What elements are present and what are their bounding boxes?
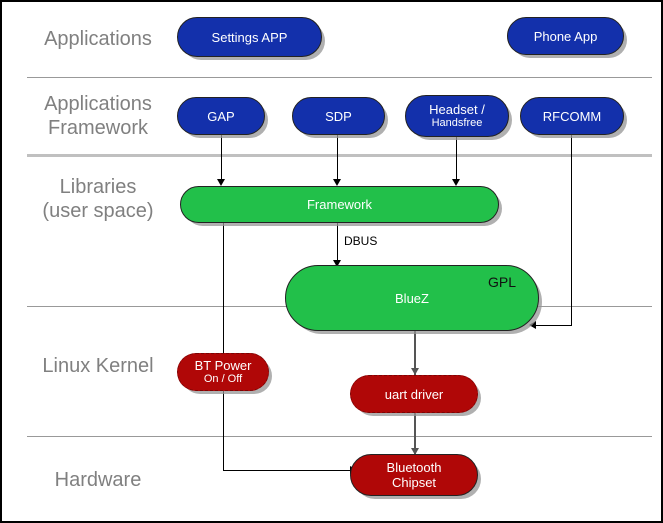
node-bluetooth-chipset-label-2: Chipset <box>391 475 437 490</box>
edge-rfcomm-vertical <box>571 135 572 325</box>
node-rfcomm[interactable]: RFCOMM <box>520 97 624 135</box>
edge-sdp-to-framework-line <box>337 135 338 184</box>
edge-headset-to-framework-arrow <box>452 179 460 186</box>
divider-linux-kernel <box>27 436 652 437</box>
band-label-linux-kernel: Linux Kernel <box>42 355 154 377</box>
node-rfcomm-label: RFCOMM <box>542 108 602 124</box>
node-headset-handsfree-label-2: Handsfree <box>431 117 483 129</box>
edge-uart-to-chipset-line <box>414 412 416 455</box>
node-uart-driver[interactable]: uart driver <box>350 375 478 413</box>
node-uart-driver-label: uart driver <box>384 386 444 402</box>
node-sdp-label: SDP <box>325 108 352 124</box>
node-headset-handsfree-label-1: Headset / <box>429 102 485 117</box>
edge-framework-to-chipset-horizontal <box>223 470 351 471</box>
node-sdp[interactable]: SDP <box>292 97 385 135</box>
edge-framework-to-bluez-arrow <box>333 260 341 267</box>
band-label-hardware: Hardware <box>54 469 142 491</box>
band-label-applications: Applications <box>44 28 152 50</box>
node-bt-power-label-1: BT Power <box>194 358 252 373</box>
edge-bluez-to-uart-line <box>414 331 416 375</box>
node-bluetooth-chipset-label-1: Bluetooth <box>386 460 442 475</box>
node-framework[interactable]: Framework <box>180 186 499 223</box>
divider-applications <box>27 77 652 78</box>
edge-rfcomm-horizontal <box>535 325 572 326</box>
edge-bluez-to-uart-arrow <box>411 368 419 375</box>
node-phone-app[interactable]: Phone App <box>507 17 624 55</box>
divider-applications-framework <box>27 154 652 157</box>
edge-uart-to-chipset-arrow <box>411 448 419 455</box>
edge-framework-to-chipset-vertical <box>223 223 224 471</box>
node-framework-label: Framework <box>306 197 372 212</box>
node-bluetooth-chipset[interactable]: Bluetooth Chipset <box>350 454 478 496</box>
edge-gap-to-framework-line <box>221 135 222 184</box>
node-bt-power[interactable]: BT Power On / Off <box>177 353 269 391</box>
band-label-applications-framework: Applications Framework <box>44 93 152 139</box>
node-bluez-label: BlueZ <box>395 290 429 306</box>
node-headset-handsfree[interactable]: Headset / Handsfree <box>405 95 509 137</box>
edge-rfcomm-to-bluez-arrow <box>529 321 536 329</box>
edge-gap-to-framework-arrow <box>217 179 225 186</box>
edge-sdp-to-framework-arrow <box>333 179 341 186</box>
edge-headset-to-framework-line <box>456 135 457 184</box>
node-bluez-gpl-badge: GPL <box>487 274 516 290</box>
node-gap[interactable]: GAP <box>177 97 265 135</box>
node-gap-label: GAP <box>207 108 235 124</box>
node-settings-app[interactable]: Settings APP <box>177 17 322 57</box>
edge-framework-to-bluez-line <box>337 223 338 267</box>
edge-label-dbus: DBUS <box>342 234 380 248</box>
node-settings-app-label: Settings APP <box>211 29 288 45</box>
node-phone-app-label: Phone App <box>533 28 598 44</box>
band-label-libraries: Libraries (user space) <box>42 176 154 222</box>
node-bluez[interactable]: GPL BlueZ <box>285 265 539 331</box>
node-bt-power-label-2: On / Off <box>203 373 243 385</box>
